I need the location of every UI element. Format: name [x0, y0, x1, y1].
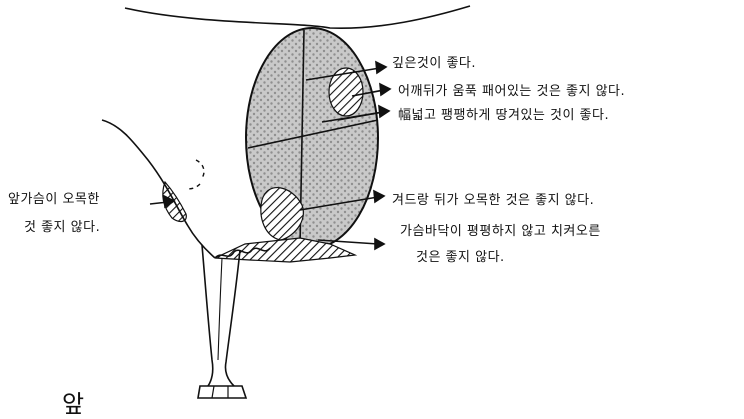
label-brisket-uneven-1: 가슴바닥이 평평하지 않고 치켜오른 [400, 220, 601, 239]
label-wide-taut: 幅넓고 팽팽하게 땅겨있는 것이 좋다. [398, 104, 609, 123]
label-armpit-hollow: 겨드랑 뒤가 오목한 것은 좋지 않다. [392, 189, 594, 208]
front-body-outline [102, 120, 215, 258]
hoof [198, 386, 246, 398]
label-front-chest-2: 것 좋지 않다. [24, 216, 100, 235]
leg-inner-line [218, 258, 222, 360]
cattle-chest-illustration [0, 0, 744, 406]
label-shoulder-hollow: 어깨뒤가 움푹 패어있는 것은 좋지 않다. [398, 80, 625, 99]
diagram: 깊은것이 좋다. 어깨뒤가 움푹 패어있는 것은 좋지 않다. 幅넓고 팽팽하게… [0, 0, 744, 406]
body-top-outline [125, 6, 470, 28]
dashed-curve [186, 160, 204, 189]
label-chest-deep: 깊은것이 좋다. [392, 52, 476, 71]
label-front-chest-1: 앞가슴이 오목한 [8, 188, 100, 207]
label-brisket-uneven-2: 것은 좋지 않다. [416, 246, 505, 265]
figure-caption: 앞 [62, 384, 84, 419]
front-leg-right [225, 250, 240, 386]
front-leg-left [202, 245, 213, 386]
